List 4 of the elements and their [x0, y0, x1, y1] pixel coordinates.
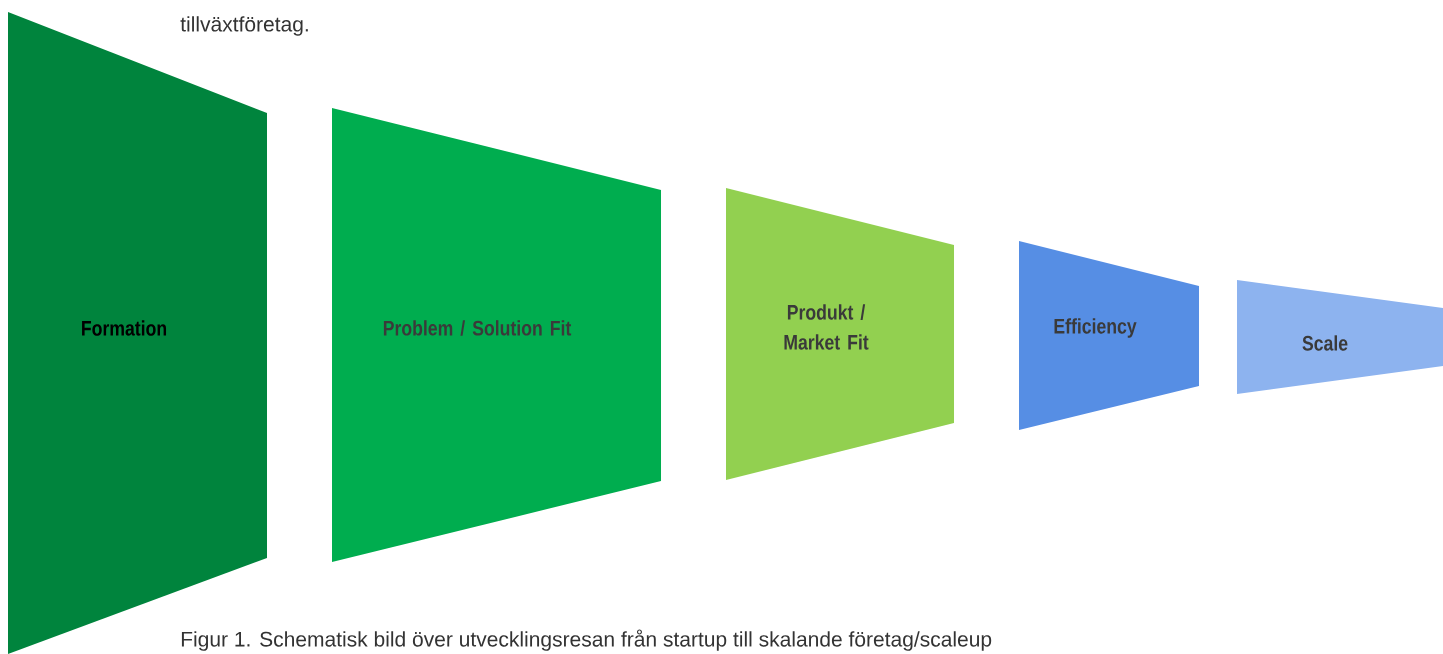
trapezoid-stage: Produkt / Market Fit	[726, 188, 954, 480]
trapezoid-stage: Scale	[1237, 280, 1443, 394]
trapezoid-stage: Efficiency	[1019, 241, 1199, 430]
trapezoid-stage: Problem / Solution Fit	[332, 108, 661, 562]
